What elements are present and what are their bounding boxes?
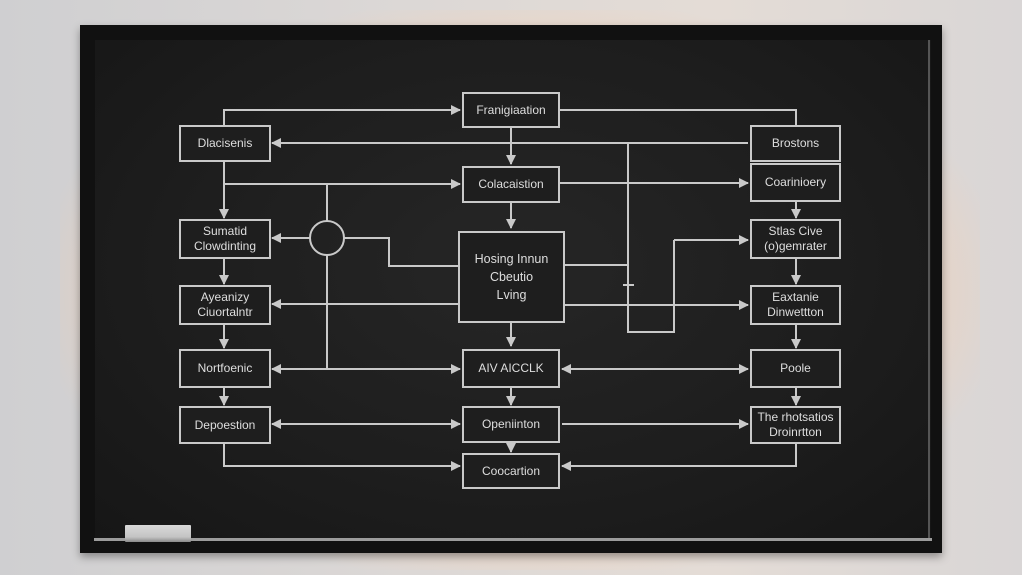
node-colacaistion[interactable]: Colacaistion xyxy=(462,166,560,203)
edge-dlacisenis-franigiaation xyxy=(223,105,461,126)
node-nortfoenic[interactable]: Nortfoenic xyxy=(179,349,271,388)
node-openiinton[interactable]: Openiinton xyxy=(462,406,560,443)
node-ayeanizy[interactable]: Ayeanizy Ciuortalntr xyxy=(179,285,271,325)
chalk-ledge xyxy=(94,538,932,541)
edge-hosing-right-bus xyxy=(565,143,748,333)
edge-rhotsatios-coocartion xyxy=(561,443,797,471)
node-franigiaation[interactable]: Franigiaation xyxy=(462,92,560,128)
node-coarinioery[interactable]: Coarinioery xyxy=(750,163,841,202)
frame-inner-edge xyxy=(928,40,930,540)
node-brostons[interactable]: Brostons xyxy=(750,125,841,162)
eraser-icon xyxy=(125,525,191,542)
node-coocartion[interactable]: Coocartion xyxy=(462,453,560,489)
circle-junction-icon xyxy=(309,220,345,256)
node-dlacisenis[interactable]: Dlacisenis xyxy=(179,125,271,162)
node-rhotsatios[interactable]: The rhotsatios Droinrtton xyxy=(750,406,841,444)
node-aiv[interactable]: AIV AICCLK xyxy=(462,349,560,388)
node-hosing[interactable]: Hosing Innun Cbeutio Lving xyxy=(458,231,565,323)
node-poole[interactable]: Poole xyxy=(750,349,841,388)
edge-junction-hosing xyxy=(344,237,458,267)
edge-depoestion-coocartion xyxy=(223,443,461,471)
node-sumatid[interactable]: Sumatid Clowdinting xyxy=(179,219,271,259)
edge-franigiaation-brostons xyxy=(560,109,797,126)
node-stlas[interactable]: Stlas Cive (o)gemrater xyxy=(750,219,841,259)
node-eaxtanie[interactable]: Eaxtanie Dinwettton xyxy=(750,285,841,325)
node-depoestion[interactable]: Depoestion xyxy=(179,406,271,444)
